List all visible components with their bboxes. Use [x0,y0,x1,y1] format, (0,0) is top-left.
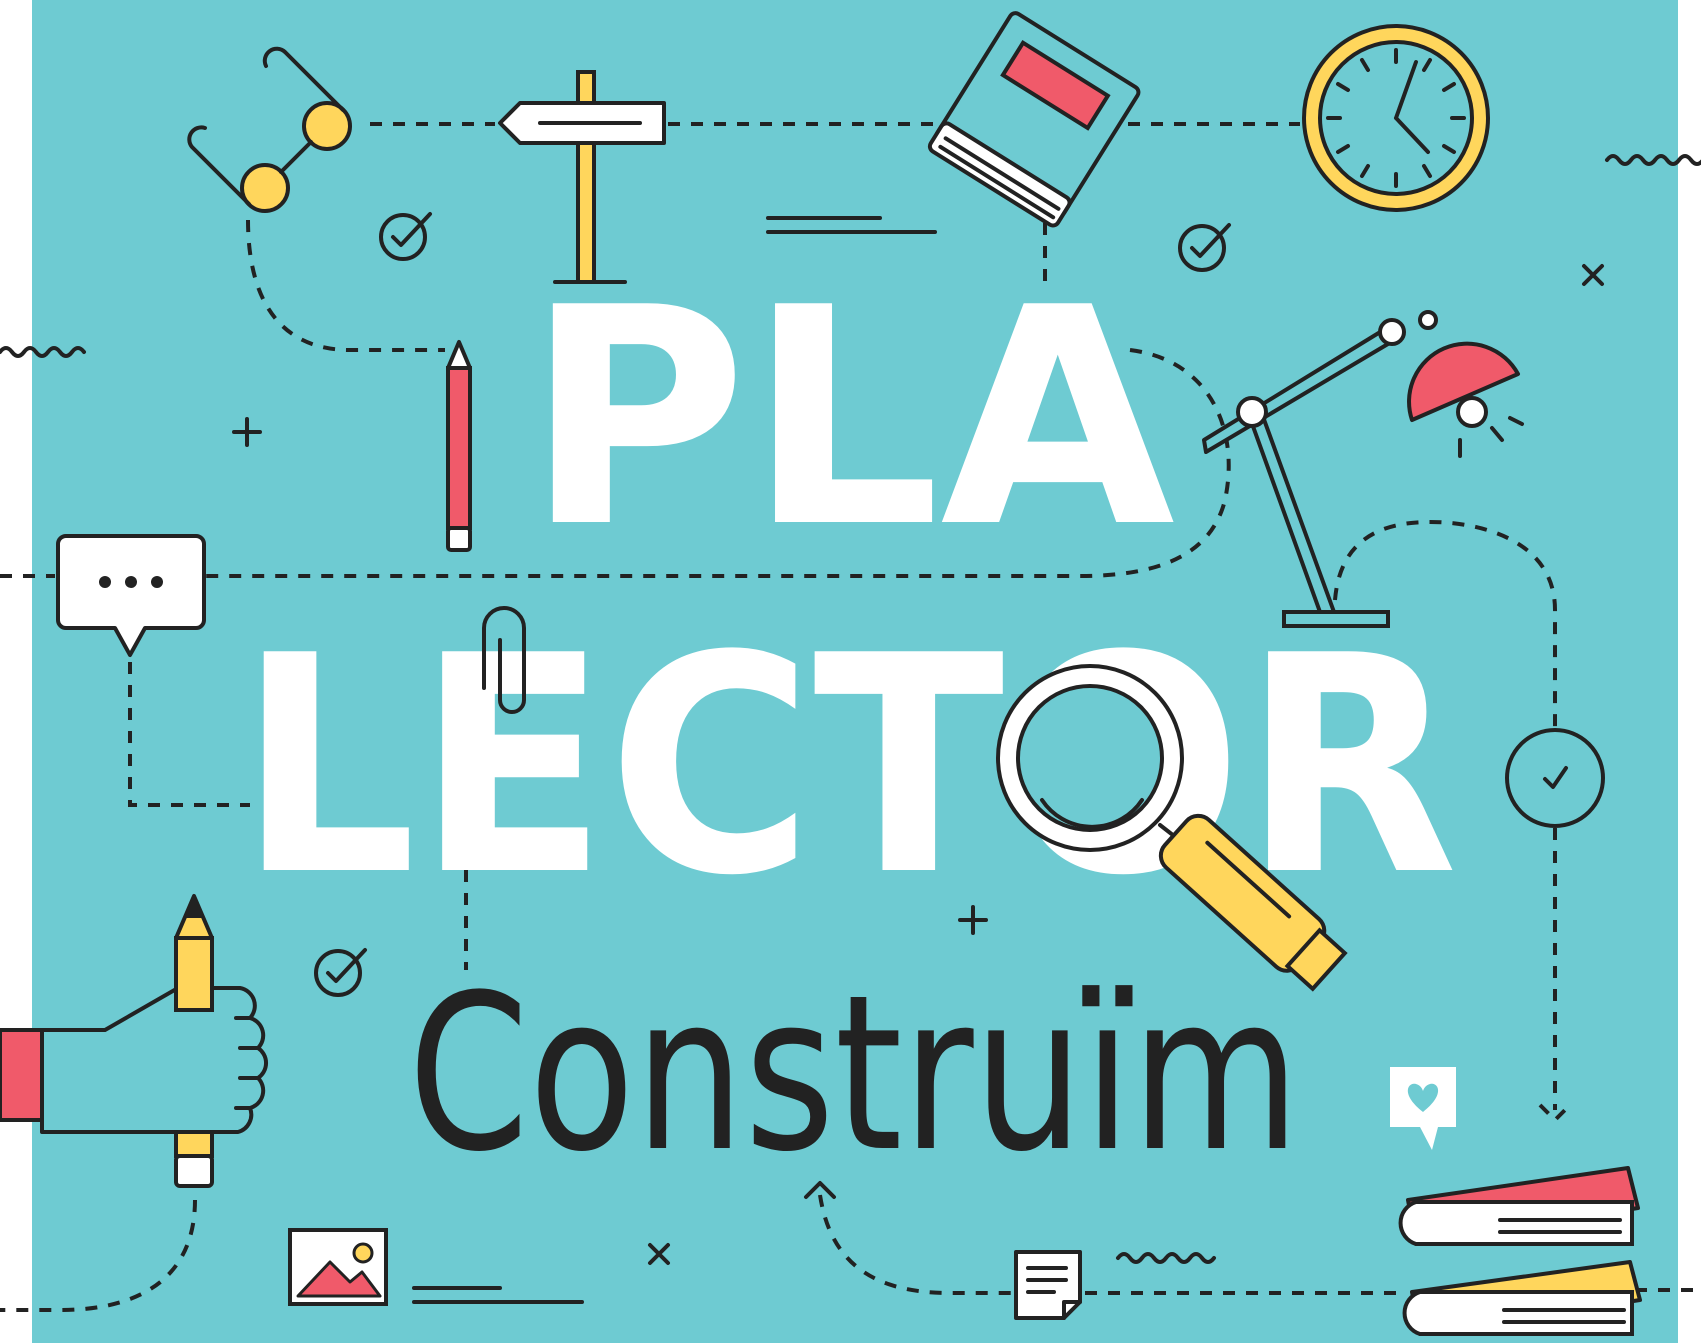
check-circle-icon [1505,728,1605,828]
note-icon [1014,1250,1082,1320]
desk-lamp-icon [1202,310,1524,628]
clock-icon [1302,24,1490,212]
heart-bubble-icon [1390,1067,1456,1150]
magnifying-glass-icon [996,664,1348,992]
decorative-lines [412,216,937,1304]
image-icon [288,1228,388,1306]
book-stack-icon [1398,1166,1642,1336]
glasses-icon [187,46,352,213]
title-line-1: PLA [525,244,1177,593]
x-icon [1582,264,1604,286]
book-icon [927,11,1141,228]
wave-icon [1605,154,1701,166]
check-circle-icon [379,212,432,261]
paperclip-icon [482,606,526,714]
plus-icon [232,417,262,447]
wave-icon [0,346,86,358]
check-circle-icon [1178,223,1231,272]
brand-name: Construïm [408,948,1300,1199]
speech-bubble-icon [56,534,206,657]
hand-holding-pencil-icon [0,894,268,1188]
wave-icon [1116,1252,1216,1264]
check-circle-icon [314,948,367,997]
signpost-icon [498,70,666,284]
plus-icon [958,905,988,935]
pencil-icon [446,340,472,552]
dashed-paths [0,122,1701,1312]
x-icon [648,1243,670,1265]
brand-logo: Construïm [408,948,1300,1199]
